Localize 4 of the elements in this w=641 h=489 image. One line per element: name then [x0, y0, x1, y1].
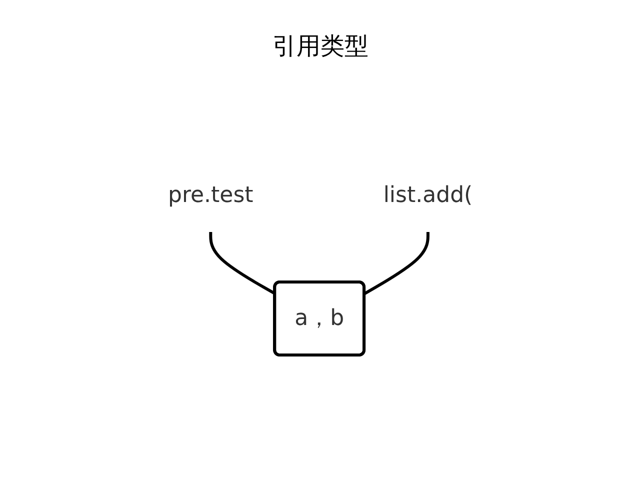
node-text: list.add( — [384, 183, 473, 208]
node-text: pre.test — [168, 183, 254, 208]
connector — [364, 232, 430, 295]
diagram-title: 引用类型 — [272, 31, 370, 62]
